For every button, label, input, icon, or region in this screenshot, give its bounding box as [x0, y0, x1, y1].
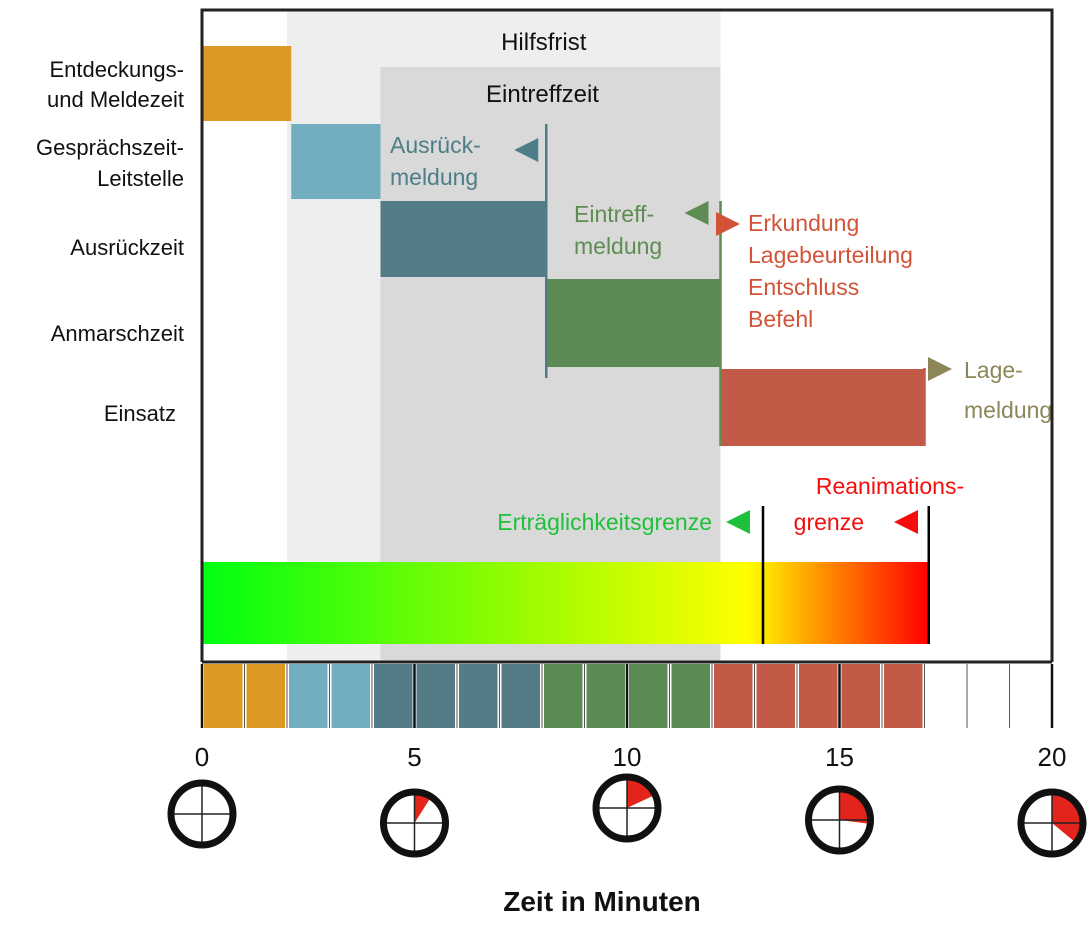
clock-icons — [167, 773, 1087, 858]
x-axis-ticks: 0 5 10 15 20 — [195, 742, 1067, 772]
eintreffmeldung-label: Eintreff- — [574, 201, 654, 227]
ertraeglichkeitsgrenze-label: Erträglichkeitsgrenze — [497, 509, 712, 535]
clock-rim — [592, 773, 662, 843]
phase-label: und Meldezeit — [47, 87, 184, 112]
clock-elapsed-wedge — [1052, 795, 1080, 841]
minute-cell — [544, 664, 583, 728]
ausrueckmeldung-label: Ausrück- — [390, 132, 481, 158]
milestone-annotations: Ausrück-meldungEintreff-meldungErkundung… — [390, 124, 1052, 535]
lagemeldung-label: meldung — [964, 397, 1052, 423]
minute-cell — [204, 664, 243, 728]
minute-cell — [884, 664, 923, 728]
reanimationsgrenze-label: grenze — [794, 509, 864, 535]
phase-label: Einsatz — [104, 401, 176, 426]
x-tick-label: 5 — [407, 742, 421, 772]
x-tick-label: 15 — [825, 742, 854, 772]
reanimationsgrenze-label: Reanimations- — [816, 473, 964, 499]
phase-label: Gesprächszeit- — [36, 135, 184, 160]
reanimationsgrenze-arrow — [894, 510, 918, 534]
stopwatch-icon — [805, 785, 874, 855]
phase-bar — [291, 124, 381, 199]
frame-border — [200, 8, 1054, 662]
ausrueckmeldung-label: meldung — [390, 164, 478, 190]
lagemeldung-arrow — [928, 357, 952, 381]
minute-cell — [841, 664, 880, 728]
x-tick-label: 0 — [195, 742, 209, 772]
ertraeglichkeitsgrenze-arrow — [726, 510, 750, 534]
lagemeldung-label: Lage- — [964, 357, 1023, 383]
ausrueckmeldung-arrow — [514, 138, 539, 162]
phase-bar — [546, 279, 721, 367]
minute-cell — [289, 664, 328, 728]
stopwatch-icon — [1017, 788, 1087, 858]
minute-cell — [799, 664, 838, 728]
clock-elapsed-wedge — [414, 795, 430, 823]
minute-cell — [586, 664, 625, 728]
phase-label: Anmarschzeit — [51, 321, 184, 346]
phase-bar — [202, 46, 292, 121]
clock-rim — [805, 785, 874, 855]
erkundung-label: Erkundung — [748, 210, 859, 236]
clock-elapsed-wedge — [839, 792, 868, 824]
minute-cell — [246, 664, 285, 728]
phase-label: Leitstelle — [97, 166, 184, 191]
severity-gradient-bar — [202, 562, 929, 644]
chart-frame — [200, 8, 1054, 664]
minute-cell — [629, 664, 668, 728]
minute-cell — [501, 664, 540, 728]
minute-timeline — [200, 664, 1054, 728]
x-tick-label: 10 — [613, 742, 642, 772]
erkundung-label: Lagebeurteilung — [748, 242, 913, 268]
clock-rim — [1017, 788, 1087, 858]
minute-cell — [374, 664, 413, 728]
clock-rim — [167, 779, 237, 849]
phase-bar — [720, 369, 925, 446]
stopwatch-icon — [167, 779, 237, 849]
eintreffmeldung-label: meldung — [574, 233, 662, 259]
clock-elapsed-wedge — [627, 780, 653, 808]
minute-cell — [671, 664, 710, 728]
erkundung-arrow — [716, 212, 740, 236]
minute-cell — [459, 664, 498, 728]
minute-cell — [416, 664, 455, 728]
stopwatch-icon — [592, 773, 662, 843]
eintreffzeit-label: Eintreffzeit — [486, 81, 599, 108]
phase-bar — [380, 201, 547, 277]
stopwatch-icon — [380, 788, 449, 858]
phase-label: Ausrückzeit — [70, 235, 184, 260]
minute-cell — [756, 664, 795, 728]
erkundung-label: Befehl — [748, 306, 813, 332]
hilfsfrist-label: Hilfsfrist — [501, 29, 587, 56]
erkundung-label: Entschluss — [748, 274, 859, 300]
eintreffmeldung-arrow — [684, 201, 709, 225]
x-axis-title: Zeit in Minuten — [503, 886, 701, 917]
minute-cell — [331, 664, 370, 728]
minute-cell — [714, 664, 753, 728]
phase-bars — [202, 46, 925, 446]
x-tick-label: 20 — [1038, 742, 1067, 772]
clock-rim — [380, 788, 449, 858]
phase-label: Entdeckungs- — [49, 57, 184, 82]
